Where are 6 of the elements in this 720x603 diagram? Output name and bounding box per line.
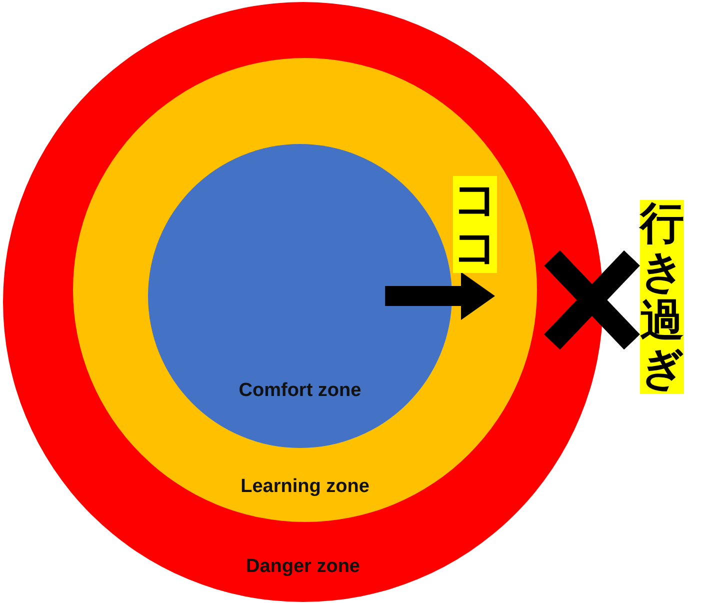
zone-label: Comfort zone bbox=[238, 380, 362, 402]
arrow bbox=[385, 272, 495, 320]
vertical-label: ココ bbox=[453, 176, 497, 273]
zone-label: Learning zone bbox=[240, 476, 370, 498]
vertical-label: 行き過ぎ bbox=[640, 200, 684, 394]
zone-label: Danger zone bbox=[244, 556, 362, 578]
